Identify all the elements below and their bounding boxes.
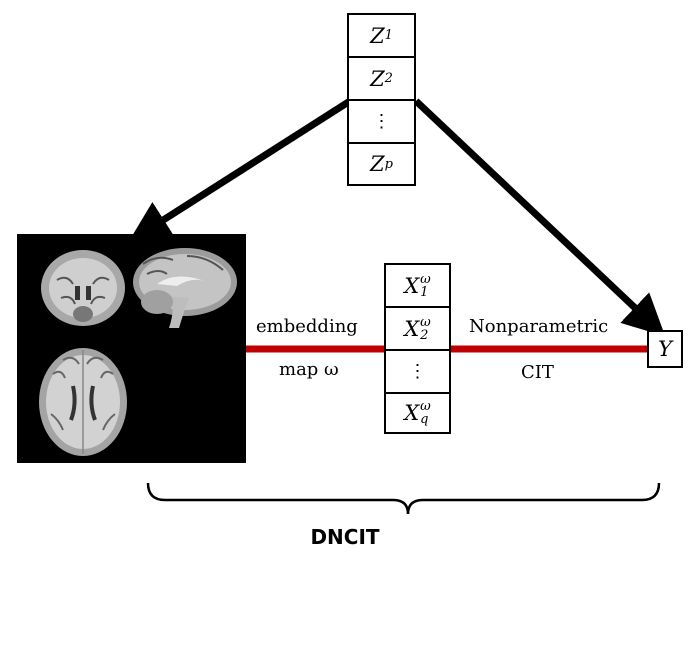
z-sub: p	[384, 156, 393, 172]
z-ellipsis: ⋮	[372, 111, 391, 132]
y-var: Y	[658, 337, 672, 361]
x-sub: 1	[420, 284, 429, 300]
brain-mri-image: X	[17, 234, 246, 662]
x-var: X	[404, 316, 420, 341]
x-sub: 2	[420, 327, 429, 343]
x-sup: ω	[420, 314, 431, 330]
arrow-z-to-x	[128, 98, 352, 243]
nonparametric-label: Nonparametric	[469, 316, 609, 337]
x-var: X	[404, 401, 420, 425]
z-var: Z	[370, 152, 385, 176]
diagram-connectors	[128, 98, 666, 515]
dncit-label: DNCIT	[310, 525, 380, 549]
cit-label: CIT	[521, 362, 554, 383]
x-sub: q	[420, 412, 429, 427]
z-sub: 2	[384, 71, 393, 86]
x-sup: ω	[420, 399, 431, 414]
map-omega-label: map ω	[279, 359, 339, 380]
dncit-brace	[146, 482, 661, 515]
x-sup: ω	[420, 271, 431, 287]
arrow-z-to-y	[413, 98, 666, 337]
z-var: Z	[370, 66, 385, 91]
y-box: Y	[647, 330, 683, 368]
x-ellipsis: ⋮	[408, 361, 427, 382]
image-x-label: X	[185, 618, 212, 662]
embedding-label: embedding	[256, 316, 358, 337]
z-cell-ellipsis: ⋮	[349, 101, 414, 144]
z-var: Z	[370, 23, 385, 48]
z-sub: 1	[384, 28, 393, 43]
y-cell: Y	[649, 332, 681, 366]
x-cell-ellipsis: ⋮	[386, 351, 449, 394]
brain-slices-illustration	[39, 248, 237, 456]
x-var: X	[404, 273, 420, 298]
